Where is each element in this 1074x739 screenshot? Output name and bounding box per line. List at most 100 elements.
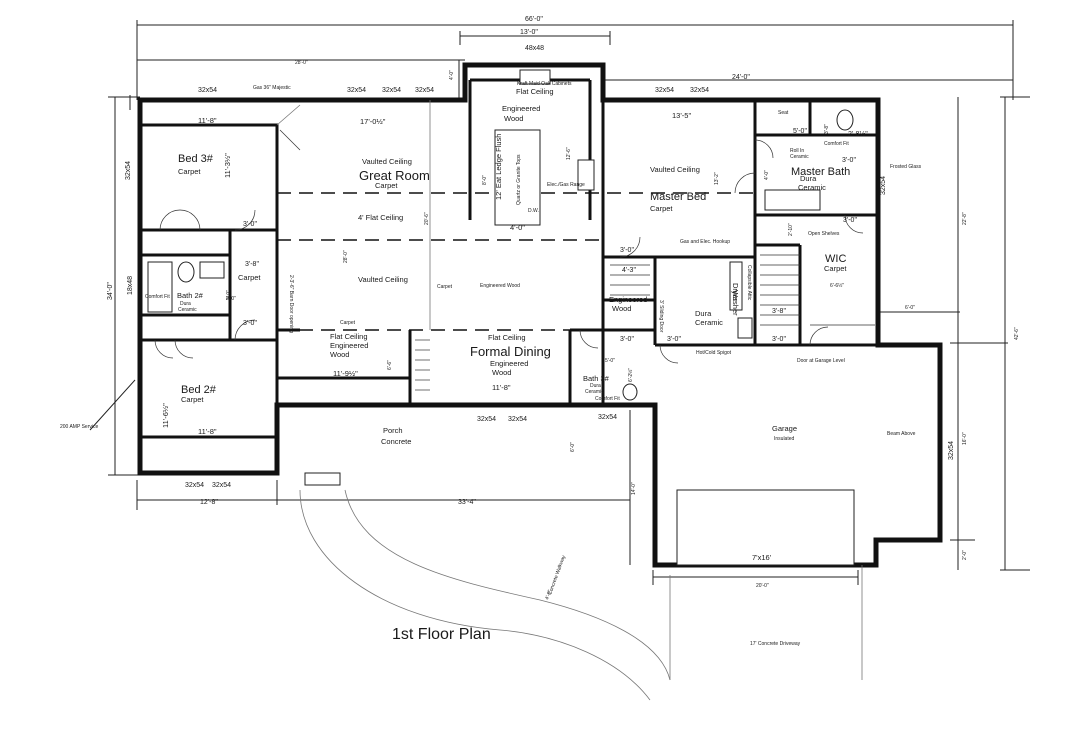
window-bath-left: 18x48 xyxy=(127,276,134,295)
dim-hall-3: 3'-0" xyxy=(243,221,257,228)
door-swings xyxy=(154,139,864,364)
window-bed2-b: 32x54 xyxy=(212,482,231,489)
dim-wic-3: 3'-0" xyxy=(843,217,857,224)
room-labels: Bed 3# Carpet 11'-8" 11'-3½" Bed 2# Carp… xyxy=(145,81,922,647)
bath2-tub xyxy=(147,261,173,313)
bath3-toilet xyxy=(622,383,638,401)
gr-ceiling3: Vaulted Ceiling xyxy=(358,275,408,284)
garage-beam: Beam Above xyxy=(887,431,916,437)
window-gr-2: 32x54 xyxy=(382,87,401,94)
room-great-room: Great Room xyxy=(359,168,430,183)
dim-right-small: 2'-0" xyxy=(962,550,968,560)
mbath-floor2: Ceramic xyxy=(798,183,826,192)
bath3-floor1: Dura xyxy=(590,383,601,389)
gr-floor: Carpet xyxy=(375,181,398,190)
dim-right-upper: 22'-8" xyxy=(962,212,968,225)
dim-bump-depth: 4'-0" xyxy=(449,70,455,80)
kitchen-sink xyxy=(519,69,551,85)
dimension-lines xyxy=(108,20,1030,585)
laundry-dryer: Dryer xyxy=(731,283,740,302)
dim-mb-4: 4'-0" xyxy=(764,170,770,180)
laundry-floor2: Ceramic xyxy=(695,318,723,327)
garage-driveway: 17' Concrete Driveway xyxy=(750,641,801,647)
window-kitchen: 48x48 xyxy=(525,45,544,52)
pantry-floor1: Engineered xyxy=(609,295,647,304)
window-bath3: 32x54 xyxy=(598,414,617,421)
dim-b3-5: 5'-0" xyxy=(605,358,615,364)
dim-mb-3: 3'-0" xyxy=(620,247,634,254)
dim-mbath-38: 3'-8" xyxy=(824,124,830,134)
window-mb-1: 32x54 xyxy=(655,87,674,94)
note-barn-door: 2-3'-6" Barn Door opening xyxy=(288,275,294,333)
room-wic: WIC xyxy=(825,253,846,265)
dim-top-right: 24'-0" xyxy=(732,74,750,81)
dining-ceiling: Flat Ceiling xyxy=(488,333,526,342)
kitchen-range: Elec./Gas Range xyxy=(547,182,585,188)
note-walkway: Concrete Walkway xyxy=(547,554,567,596)
window-gr-3: 32x54 xyxy=(415,87,434,94)
dimension-labels: 66'-0" 28'-0" 24'-0" 13'-0" 4'-0" 34'-0"… xyxy=(107,16,1020,601)
closet-carpet: Carpet xyxy=(238,273,261,282)
window-bed2-a: 32x54 xyxy=(185,482,204,489)
dim-mbath-5: 5'-0" xyxy=(793,128,807,135)
dim-lau-3-8: 3'-8" xyxy=(772,308,786,315)
kitchen-island-depth: 8'-0" xyxy=(482,175,488,185)
dim-left-total: 34'-0" xyxy=(107,282,114,300)
note-engineered: Engineered Wood xyxy=(480,283,520,289)
note-attic: Collapsible Attic xyxy=(746,265,752,301)
laundry-gas: Gas and Elec. Hookup xyxy=(680,239,730,245)
dim-driveway-width: 20'-0" xyxy=(756,583,769,589)
mb-ceiling: Vaulted Ceiling xyxy=(650,165,700,174)
laundry-floor1: Dura xyxy=(695,309,712,318)
mb-floor: Carpet xyxy=(650,204,673,213)
window-din-2: 32x54 xyxy=(508,416,527,423)
laundry-washer: Washer xyxy=(731,290,740,316)
hall-carpet: Carpet xyxy=(340,320,356,326)
kitchen-range xyxy=(577,159,595,191)
window-garage-right: 32x54 xyxy=(948,441,955,460)
gr-width: 17'-0½" xyxy=(360,117,386,126)
kitchen-dw: D.W. xyxy=(528,208,539,214)
kitchen-ceiling: Flat Ceiling xyxy=(516,87,554,96)
note-sliding-door: 3' Sliding Door xyxy=(658,300,664,333)
dim-bottom-mid: 33'-4" xyxy=(458,499,476,506)
room-bed2: Bed 2# xyxy=(181,384,217,396)
dryer xyxy=(729,261,743,311)
window-labels: 32x54 32x54 32x54 32x54 32x54 32x54 32x5… xyxy=(125,45,955,489)
bath3-floor2: Ceramic xyxy=(585,389,604,395)
kitchen-island-note: 12' Eat Ledge Flush xyxy=(494,134,503,200)
mbath-roll1: Roll In xyxy=(790,148,804,154)
room-bed3: Bed 3# xyxy=(178,153,214,165)
window-bed3-left: 32x54 xyxy=(125,161,132,180)
note-carpet: Carpet xyxy=(437,284,453,290)
wic-shelves: Open Shelves xyxy=(808,231,840,237)
dim-top-left: 28'-0" xyxy=(295,60,308,66)
dim-b3-3b: 3'-0" xyxy=(667,336,681,343)
dim-bottom-left: 12'-8" xyxy=(200,499,218,506)
room-master-bath: Master Bath xyxy=(791,166,850,178)
bath2-sink xyxy=(199,261,225,279)
garage-note: Insulated xyxy=(774,436,795,442)
kitchen-island-width: 4'-0" xyxy=(510,223,525,232)
ceiling-dashed-lines xyxy=(276,100,755,331)
bed2-depth: 11'-6½" xyxy=(161,403,170,428)
room-bath3: Bath 3# xyxy=(583,374,610,383)
dim-right-lower: 16'-0" xyxy=(962,432,968,445)
dim-top-bump: 13'-0" xyxy=(520,29,538,36)
hall-floor1: Engineered xyxy=(330,341,368,350)
master-bath-toilet xyxy=(836,109,854,131)
dining-floor2: Wood xyxy=(492,368,511,377)
gr-depth2: 28'-0" xyxy=(343,250,349,263)
gr-ceiling1: Vaulted Ceiling xyxy=(362,157,412,166)
bed2-floor: Carpet xyxy=(181,395,204,404)
mb-width: 13'-5" xyxy=(672,111,691,120)
window-bed3-top: 32x54 xyxy=(198,87,217,94)
dim-total-width: 66'-0" xyxy=(525,16,543,23)
laundry-cold: Hot/Cold Spigot xyxy=(696,350,732,356)
bath3-comfort: Comfort Fit xyxy=(595,396,620,402)
dim-porch-6: 6'-0" xyxy=(570,442,576,452)
dim-closet-38: 3'-8" xyxy=(245,261,259,268)
room-bath2: Bath 2# xyxy=(177,291,204,300)
plan-title: 1st Floor Plan xyxy=(392,626,491,643)
